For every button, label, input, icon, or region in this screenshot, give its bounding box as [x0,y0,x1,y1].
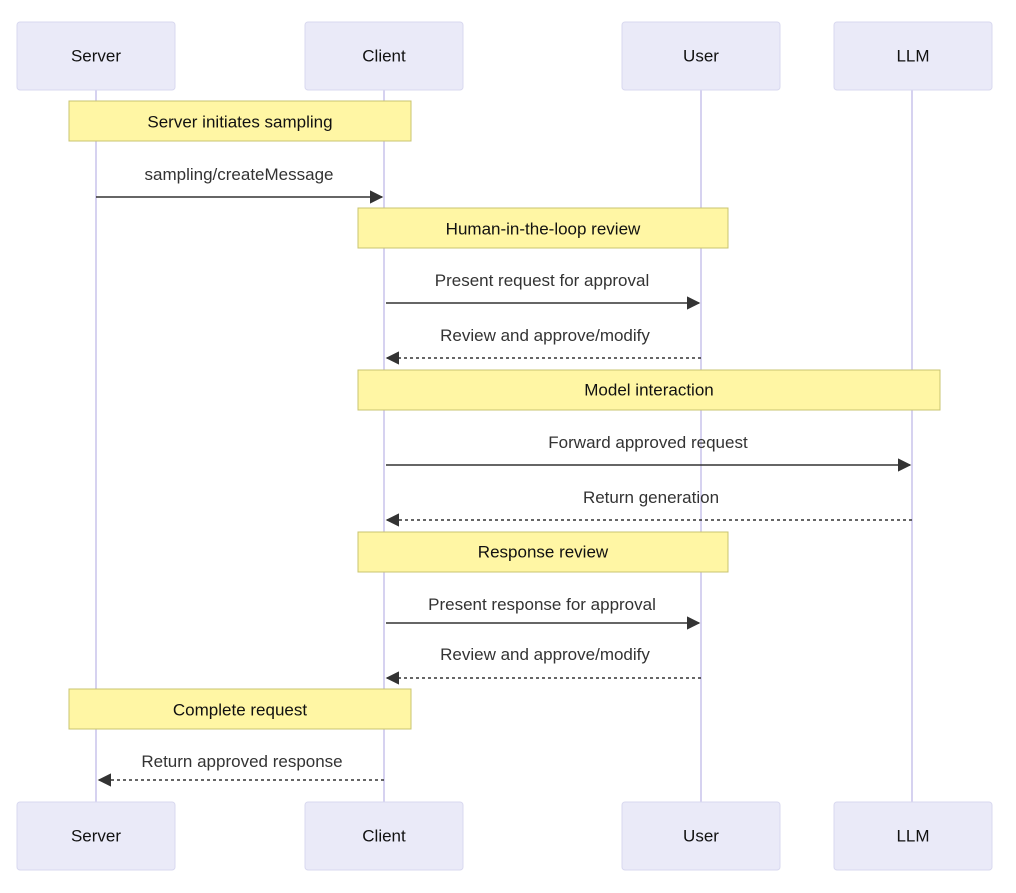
message-label: Return generation [583,488,719,507]
message-label: Present response for approval [428,595,656,614]
message-label: Return approved response [141,752,342,771]
actor-user-top: User [621,21,781,91]
note-model-interaction: Model interaction [357,369,941,411]
note-label: Complete request [173,701,307,720]
note-human-in-the-loop-review: Human-in-the-loop review [357,207,729,249]
actor-label: LLM [896,827,929,846]
actor-label: Server [71,47,121,66]
actor-label: Client [362,47,406,66]
actor-server-top: Server [16,21,176,91]
actor-client-top: Client [304,21,464,91]
message-label: Review and approve/modify [440,645,650,664]
note-label: Server initiates sampling [147,113,332,132]
message-label: Present request for approval [435,271,650,290]
actor-user-bottom: User [621,801,781,871]
note-label: Human-in-the-loop review [446,220,641,239]
note-complete-request: Complete request [68,688,412,730]
note-response-review: Response review [357,531,729,573]
actor-label: Client [362,827,406,846]
note-label: Response review [478,543,609,562]
message-label: sampling/createMessage [145,165,334,184]
actor-label: User [683,827,719,846]
actor-llm-bottom: LLM [833,801,993,871]
actor-server-bottom: Server [16,801,176,871]
message-label: Review and approve/modify [440,326,650,345]
message-label: Forward approved request [548,433,748,452]
actor-label: User [683,47,719,66]
actor-llm-top: LLM [833,21,993,91]
note-server-initiates-sampling: Server initiates sampling [68,100,412,142]
actor-client-bottom: Client [304,801,464,871]
actor-label: Server [71,827,121,846]
actor-label: LLM [896,47,929,66]
note-label: Model interaction [584,381,713,400]
